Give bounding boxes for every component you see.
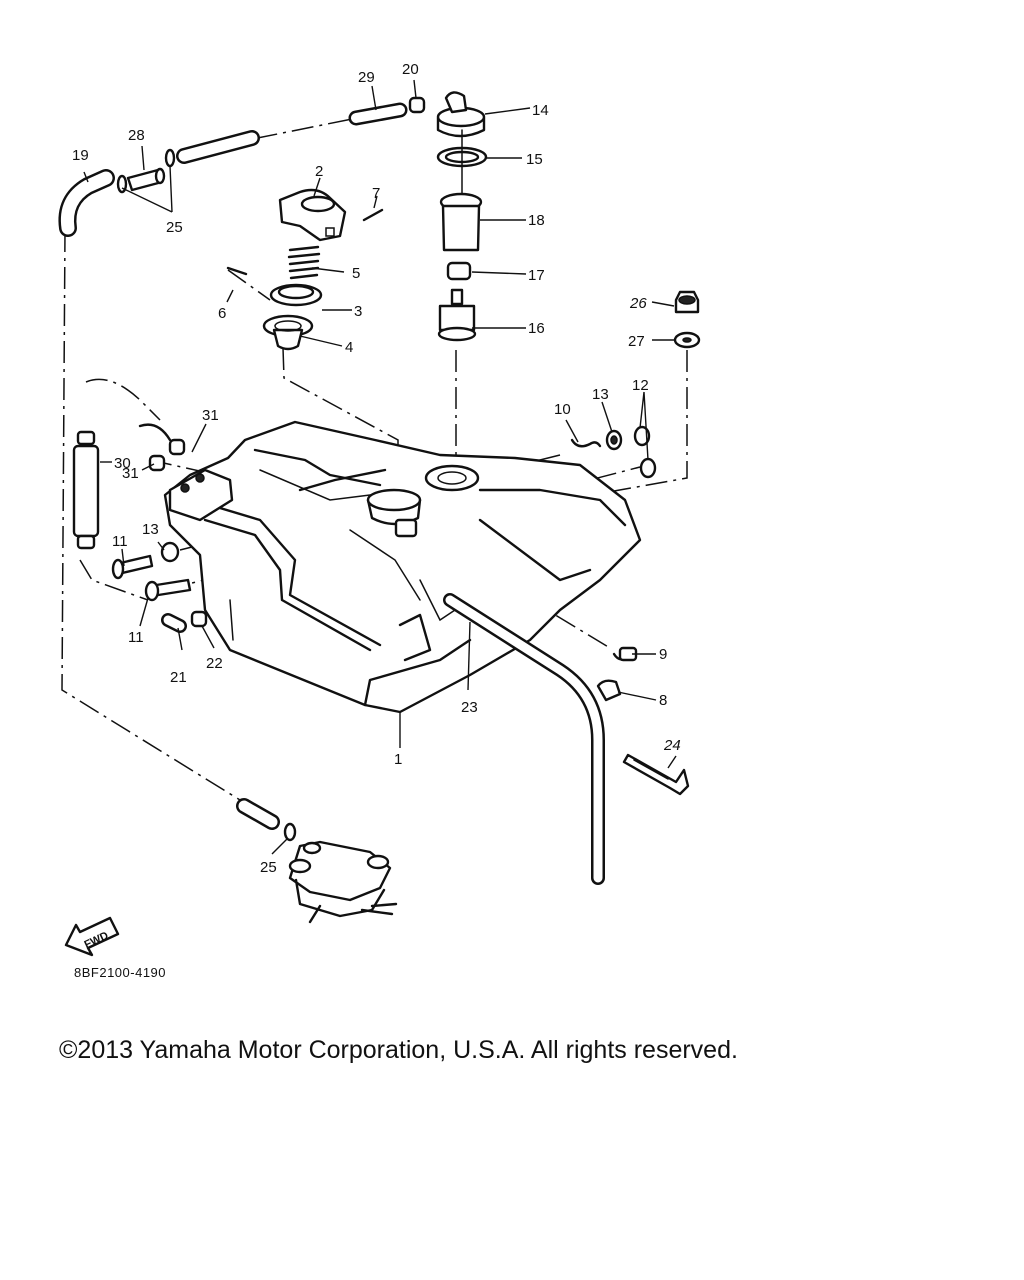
callout-15: 15	[526, 151, 543, 168]
callout-9: 9	[659, 646, 667, 663]
callout-2: 2	[315, 163, 323, 180]
callout-13b: 13	[142, 521, 159, 538]
gasket	[269, 283, 323, 307]
callout-17: 17	[528, 267, 545, 284]
cap-assembly	[278, 188, 347, 242]
callout-8: 8	[659, 692, 667, 709]
filler-cap-stack	[408, 91, 488, 342]
pins	[226, 208, 384, 276]
copyright-notice: ©2013 Yamaha Motor Corporation, U.S.A. A…	[59, 1036, 738, 1064]
callout-25a: 25	[166, 219, 183, 236]
callout-19: 19	[72, 147, 89, 164]
drawing-code: 8BF2100-4190	[74, 965, 166, 980]
fuel-tank-exploded-diagram: FWD	[58, 61, 701, 980]
breather-tube	[443, 593, 605, 885]
nut-and-washer	[673, 290, 701, 349]
callout-5: 5	[352, 265, 360, 282]
callout-1: 1	[394, 751, 402, 768]
callout-16: 16	[528, 320, 545, 337]
callout-11b: 11	[128, 629, 144, 646]
left-components	[72, 423, 208, 633]
callout-13a: 13	[592, 386, 609, 403]
callout-31b: 31	[122, 465, 139, 482]
callout-31a: 31	[202, 407, 219, 424]
callout-30: 30	[114, 455, 131, 472]
callout-14: 14	[532, 102, 549, 119]
callout-3: 3	[354, 303, 362, 320]
callout-22: 22	[206, 655, 223, 672]
callout-25b: 25	[260, 859, 277, 876]
fuel-pump-group	[236, 798, 398, 924]
callout-7: 7	[372, 185, 380, 202]
callout-18: 18	[528, 212, 545, 229]
callout-10: 10	[554, 401, 571, 418]
clamp-and-grommet	[596, 646, 638, 702]
collar	[262, 314, 314, 351]
callout-6: 6	[218, 305, 226, 322]
callout-21: 21	[170, 669, 187, 686]
callout-23: 23	[461, 699, 478, 716]
hardware-right	[570, 425, 657, 479]
spring	[287, 245, 321, 280]
fwd-arrow-icon: FWD	[64, 916, 120, 957]
callout-12: 12	[632, 377, 649, 394]
callout-leaders	[83, 79, 677, 855]
callout-20: 20	[402, 61, 419, 78]
callout-4: 4	[345, 339, 353, 356]
callout-24: 24	[663, 737, 681, 754]
callout-numbers: 1 2 3 4 5 6 7 8 9 10 11 11 12 13 13 14 1…	[72, 61, 681, 876]
callout-11a: 11	[112, 533, 128, 550]
upper-left-hoses	[58, 102, 408, 237]
callout-26: 26	[629, 295, 647, 312]
callout-27: 27	[628, 333, 645, 350]
callout-28: 28	[128, 127, 145, 144]
callout-29: 29	[358, 69, 375, 86]
band	[622, 753, 690, 796]
